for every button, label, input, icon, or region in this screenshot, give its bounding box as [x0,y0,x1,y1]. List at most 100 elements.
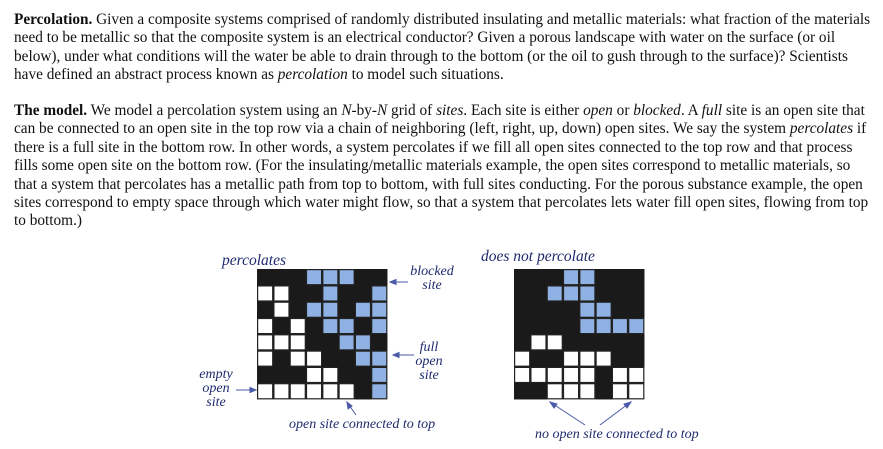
blocked-site [354,269,372,286]
label-line: open [202,381,230,396]
empty-site [547,335,562,350]
blocked-site [628,301,645,318]
model-paragraph: The model. We model a percolation system… [14,102,876,231]
blocked-site-label: blocked site [408,265,456,293]
full-site [596,319,611,333]
blocked-site [628,350,645,367]
blocked-site [257,301,274,318]
arrowhead [388,278,397,286]
full-site [596,302,611,317]
blocked-site [354,383,372,400]
empty-site [290,351,305,366]
empty-site [515,351,530,366]
text-run: Given a composite systems comprised of r… [14,11,871,84]
full-site [323,286,338,301]
full-site [564,270,578,285]
blocked-site [273,350,290,367]
text-run: or [612,102,634,119]
blocked-site [289,285,306,302]
label-line: empty [199,367,233,382]
full-site [307,302,321,317]
blocked-site [546,269,563,286]
full-site [372,384,387,399]
percolates-title: percolates [222,252,286,269]
blocked-site [562,334,580,351]
no-open-site-connected-label: no open site connected to top [535,427,699,442]
blocked-site [530,383,547,400]
blocked-site [514,285,531,302]
blocked-site [273,317,290,335]
emphasis: percolation [277,66,348,84]
empty-site [564,351,578,366]
blocked-site [257,366,274,384]
blocked-site [611,269,629,286]
blocked-site [305,334,323,351]
empty-site [258,286,273,301]
arrowhead [249,386,258,394]
empty-site [515,368,530,382]
arrowhead [548,401,558,409]
blocked-site [338,366,355,384]
full-site [613,319,627,333]
blocked-site [305,317,323,335]
empty-site [258,335,273,350]
empty-site [564,368,578,382]
arrowhead [391,351,400,359]
text-run: to model such situations. [347,66,504,84]
full-site [372,351,387,366]
empty-site [290,319,305,333]
full-site [323,270,338,285]
label-line: full [419,340,439,355]
emphasis: open [583,102,613,119]
blocked-site [530,317,547,335]
label-line: blocked [410,264,454,279]
emphasis: full [701,102,723,119]
blocked-site [354,285,372,302]
empty-site [596,351,611,366]
not-percolates-grid [514,269,645,400]
blocked-site [530,301,547,318]
empty-site [580,368,595,382]
empty-site [323,368,338,382]
full-site [372,368,387,382]
empty-site [580,351,595,366]
blocked-site [371,334,388,351]
full-site [356,335,370,350]
blocked-site [546,350,563,367]
full-site [580,302,595,317]
empty-open-site-label: empty open site [196,368,236,410]
full-site [339,270,354,285]
blocked-site [273,269,290,286]
empty-site [258,351,273,366]
text-run: if there is a full site in the bottom ro… [14,120,869,230]
blocked-site [595,285,612,302]
full-site [323,319,338,333]
blocked-site [595,269,612,286]
empty-site [290,384,305,399]
blocked-site [289,301,306,318]
empty-site [547,384,562,399]
empty-site [290,335,305,350]
full-site [356,351,370,366]
blocked-site [579,334,596,351]
emphasis: blocked [633,102,681,119]
no-connection-pointer-left [552,403,586,426]
full-open-site-label: full open site [412,341,446,383]
no-connection-pointer-right [599,403,629,426]
text-run: . A [680,102,702,119]
full-site [629,319,644,333]
blocked-site [322,334,339,351]
percolation-paragraph: Percolation. Given a composite systems c… [14,11,876,85]
empty-site [580,384,595,399]
percolation-lead: Percolation. [14,11,93,28]
empty-site [258,384,273,399]
empty-site [307,384,321,399]
empty-site [629,384,644,399]
blocked-site [514,301,531,318]
empty-site [613,368,627,382]
label-line: site [422,278,442,293]
text-run: -by- [351,102,378,119]
blocked-site [530,350,547,367]
blocked-site [514,317,531,335]
empty-site [613,384,627,399]
